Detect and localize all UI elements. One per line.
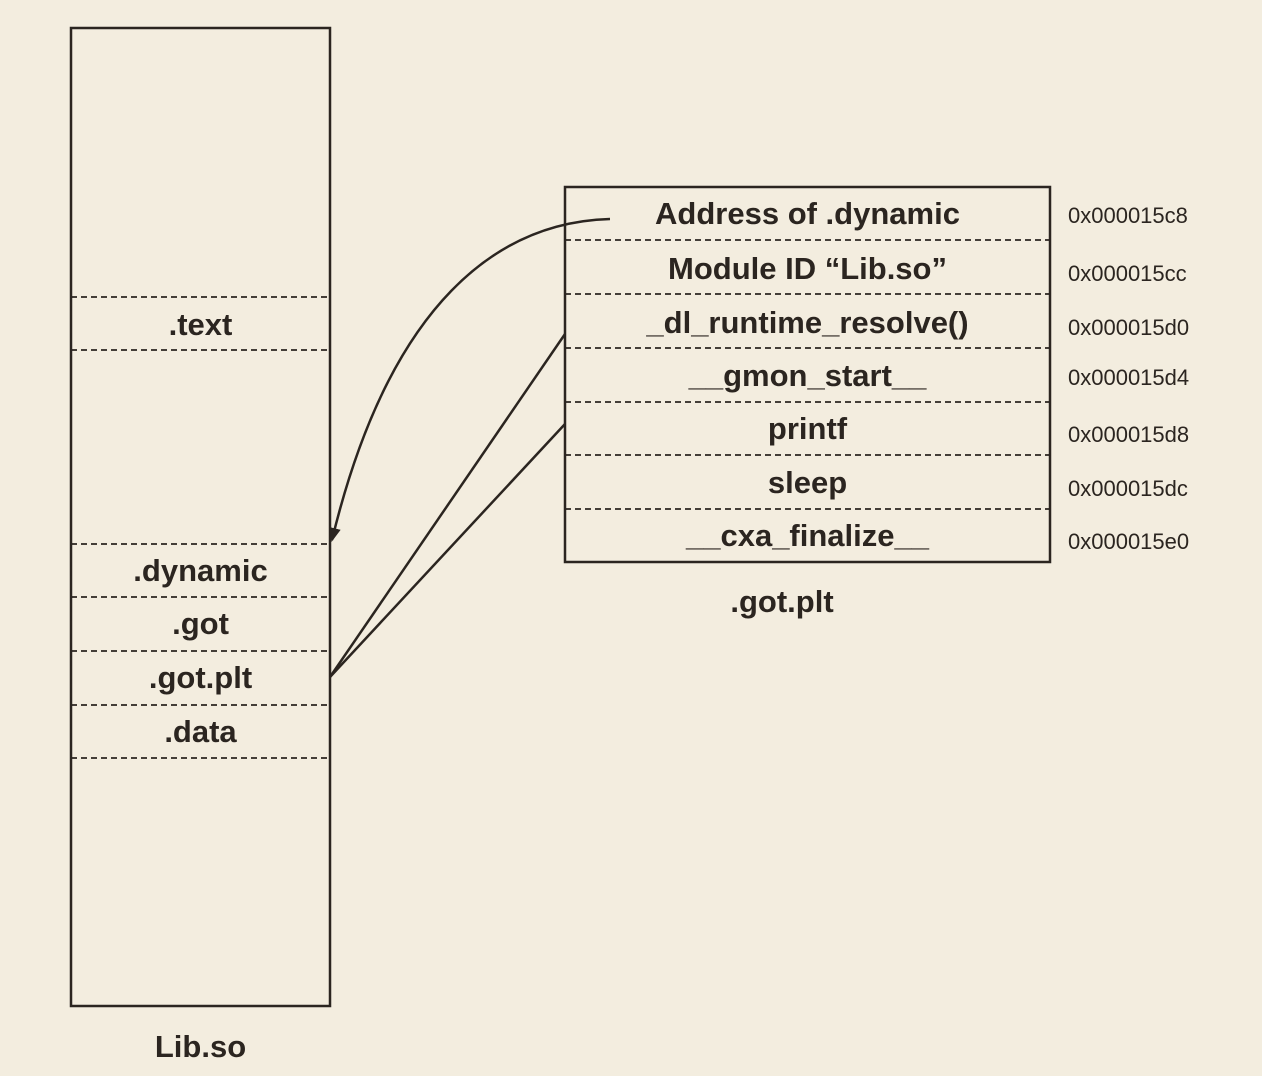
- lib-so-box: [69, 26, 332, 1008]
- lib-so-caption: Lib.so: [154, 1029, 247, 1064]
- got-plt-entry-address: 0x000015d8: [1068, 422, 1190, 447]
- got-plt-entry-address: 0x000015cc: [1068, 261, 1187, 286]
- got-plt-entry-label: __cxa_finalize__: [685, 518, 929, 553]
- dynamic-address-arrow: [328, 217, 611, 542]
- got-plt-entry-label: printf: [767, 411, 848, 446]
- section-got-label: .got: [172, 606, 229, 641]
- section-data-label: .data: [164, 714, 237, 749]
- got-plt-connector-bottom: [329, 423, 566, 678]
- got-plt-entry-label: sleep: [767, 465, 848, 500]
- got-plt-entry-label: Module ID “Lib.so”: [668, 251, 947, 286]
- got-plt-entry-address: 0x000015dc: [1068, 476, 1188, 501]
- got-plt-entry-address: 0x000015d0: [1068, 315, 1190, 340]
- got-plt-connector-top: [328, 333, 567, 678]
- got-plt-entry-address: 0x000015c8: [1068, 203, 1188, 228]
- got-plt-caption: .got.plt: [730, 584, 834, 619]
- lib-so-dividers: [71, 296, 330, 759]
- section-dynamic-label: .dynamic: [133, 553, 268, 588]
- got-plt-entry-label: _dl_runtime_resolve(): [646, 305, 969, 340]
- got-plt-entry-address: 0x000015e0: [1068, 529, 1190, 554]
- got-plt-entry-label: Address of .dynamic: [655, 196, 960, 231]
- section-text-label: .text: [168, 307, 233, 342]
- section-got-plt-label: .got.plt: [148, 660, 253, 695]
- got-plt-entry-address: 0x000015d4: [1068, 365, 1190, 390]
- got-plt-table-box: [563, 185, 1052, 564]
- got-plt-dividers: [565, 239, 1050, 510]
- got-plt-entry-label: __gmon_start__: [688, 358, 927, 393]
